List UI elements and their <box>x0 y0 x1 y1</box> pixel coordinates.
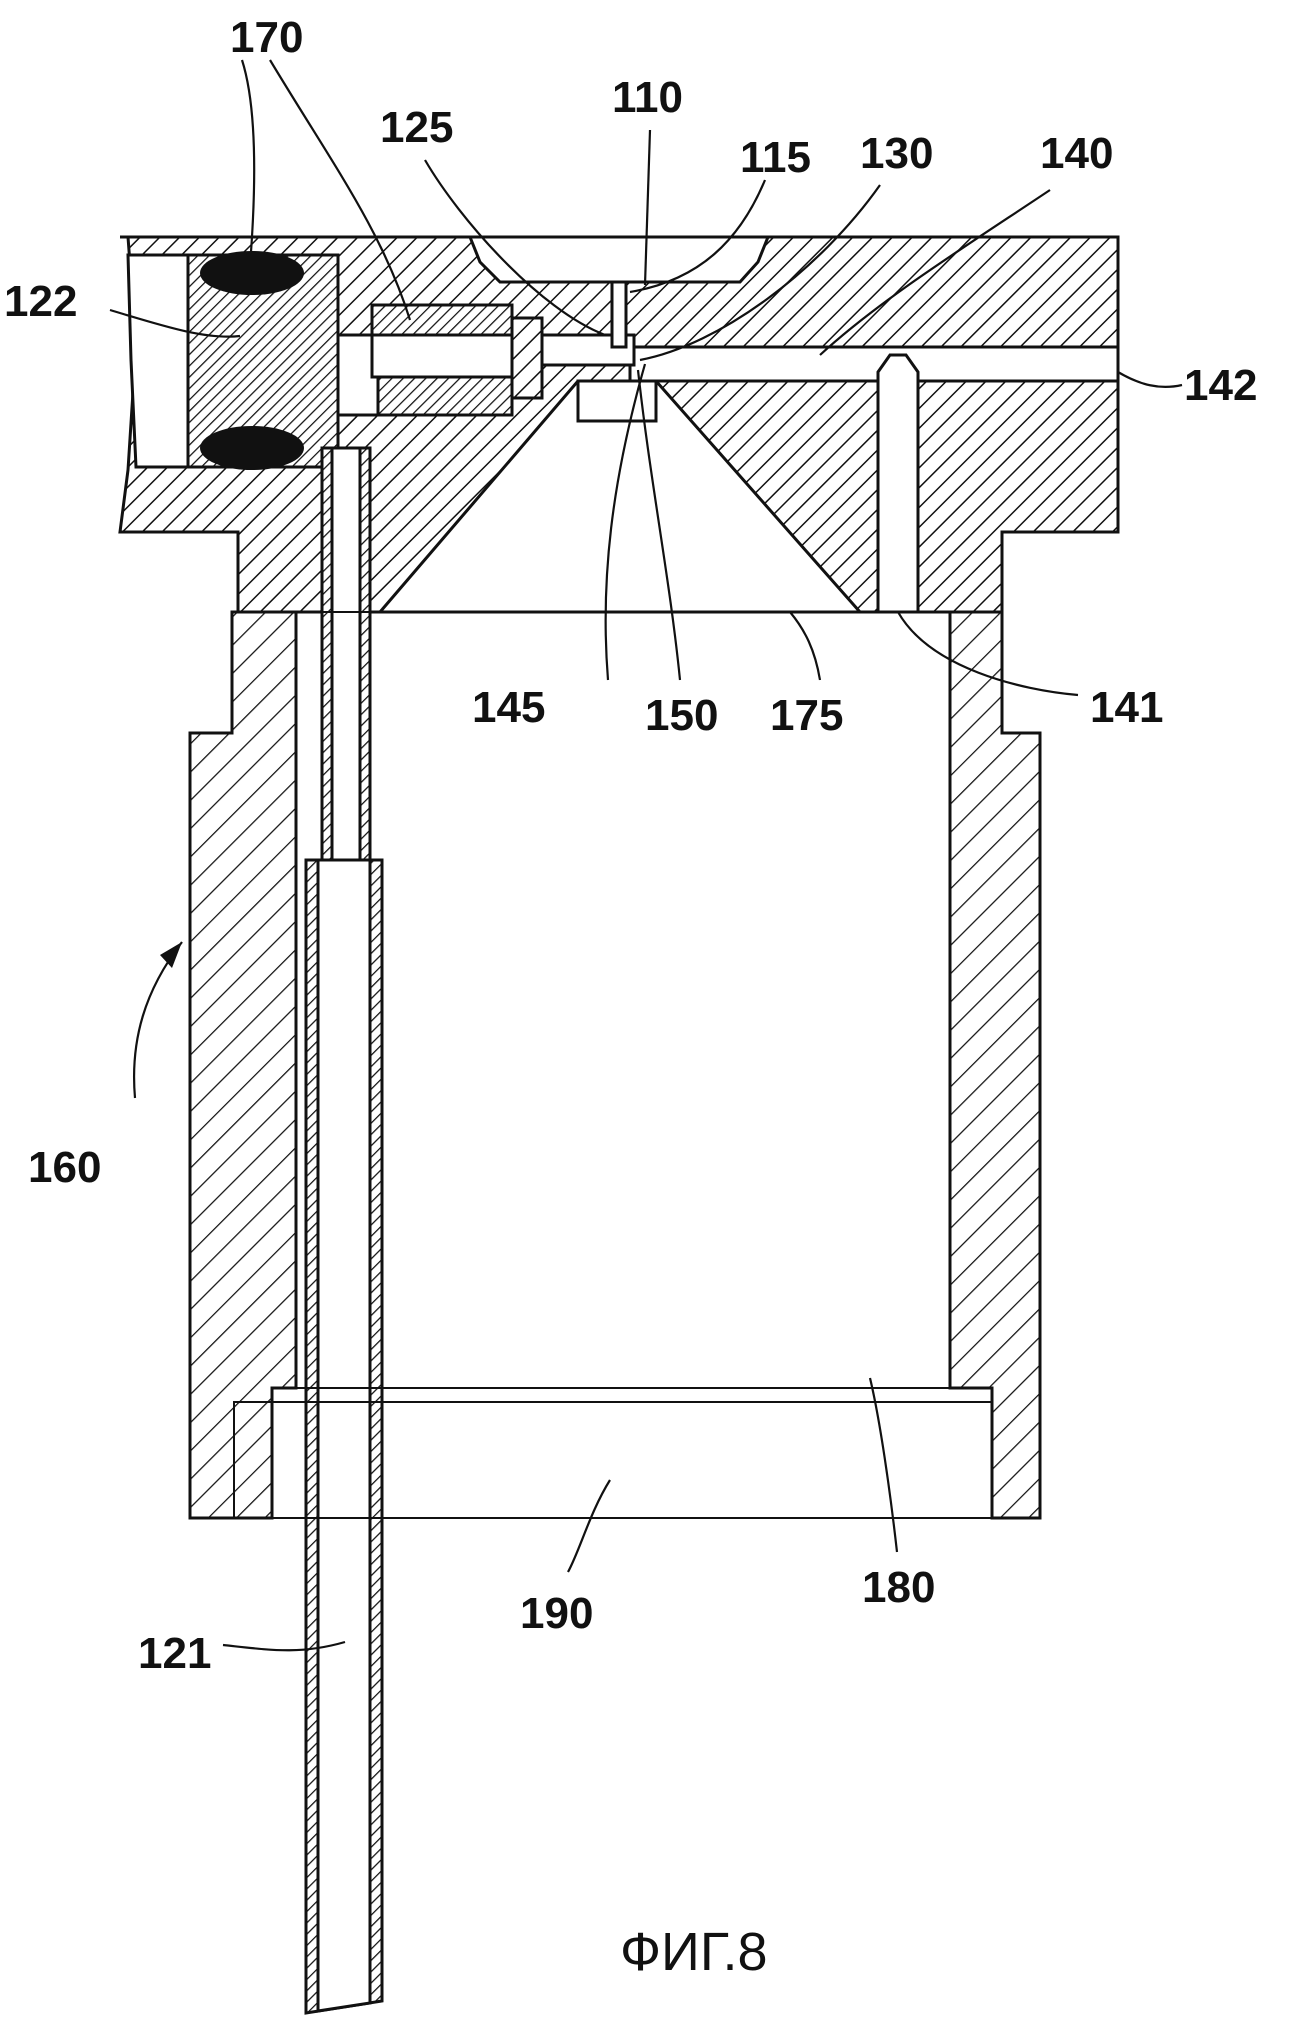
label-190: 190 <box>520 1589 593 1638</box>
label-140: 140 <box>1040 129 1113 178</box>
label-122: 122 <box>4 277 77 326</box>
label-180: 180 <box>862 1563 935 1612</box>
label-175: 175 <box>770 691 843 740</box>
label-141: 141 <box>1090 683 1163 732</box>
label-142: 142 <box>1184 361 1257 410</box>
container-wall <box>188 610 1042 1520</box>
o-ring-top <box>200 251 304 295</box>
reference-labels: 170 125 110 115 130 140 122 142 145 150 … <box>4 13 1257 1678</box>
insert-170 <box>336 303 544 417</box>
label-150: 150 <box>645 691 718 740</box>
label-145: 145 <box>472 683 545 732</box>
label-160: 160 <box>28 1143 101 1192</box>
label-115: 115 <box>740 133 811 182</box>
o-ring-bottom <box>200 426 304 470</box>
label-130: 130 <box>860 129 933 178</box>
leader-lines <box>109 59 1183 1652</box>
dip-tube <box>304 446 384 2015</box>
figure-caption: ФИГ.8 <box>620 1922 768 1982</box>
arrow-icon <box>160 942 182 968</box>
label-121: 121 <box>138 1629 211 1678</box>
seal-block <box>186 251 340 470</box>
label-170: 170 <box>230 13 303 62</box>
label-110: 110 <box>612 73 683 122</box>
label-125: 125 <box>380 103 453 152</box>
